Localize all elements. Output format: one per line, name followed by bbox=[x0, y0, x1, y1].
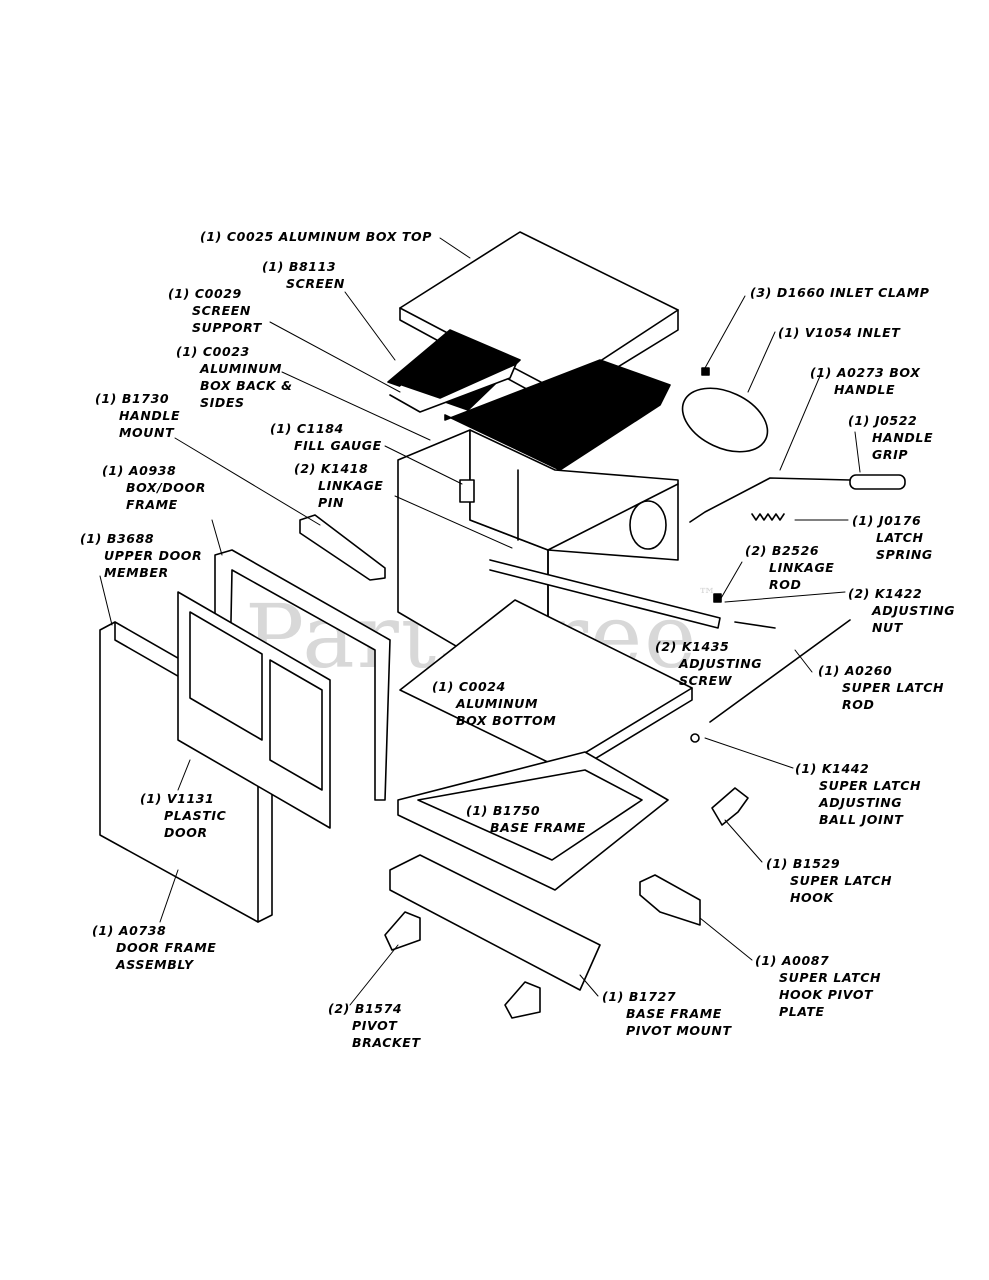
super-latch-rod bbox=[709, 619, 851, 723]
linkage-rod bbox=[489, 559, 721, 629]
ball-joint bbox=[690, 733, 700, 743]
adjusting-nut bbox=[713, 593, 722, 603]
super-latch-hook bbox=[711, 787, 749, 826]
leader-lines bbox=[99, 237, 861, 1006]
inlet bbox=[681, 387, 769, 453]
super-latch-hook-pivot-plate bbox=[639, 874, 701, 926]
box-handle bbox=[689, 477, 851, 523]
plastic-door bbox=[177, 591, 331, 829]
base-frame bbox=[397, 751, 669, 891]
pivot-bracket bbox=[384, 911, 421, 951]
label-c0025-aluminum-box-top: (1) C0025 ALUMINUM BOX TOP bbox=[200, 229, 432, 244]
label-d1660-inlet-clamp: (3) D1660 INLET CLAMP bbox=[750, 285, 930, 300]
inlet-clamp bbox=[701, 367, 710, 376]
latch-spring bbox=[751, 513, 785, 521]
base-frame-pivot-mount bbox=[389, 854, 601, 991]
screen-support bbox=[389, 363, 517, 413]
adjusting-screw bbox=[734, 621, 776, 629]
label-v1054-inlet: (1) V1054 INLET bbox=[778, 325, 901, 340]
fill-gauge bbox=[459, 479, 475, 503]
pivot-bracket-2 bbox=[504, 981, 541, 1019]
handle-grip bbox=[849, 474, 906, 490]
handle-mount bbox=[299, 514, 386, 581]
screen bbox=[387, 329, 671, 471]
